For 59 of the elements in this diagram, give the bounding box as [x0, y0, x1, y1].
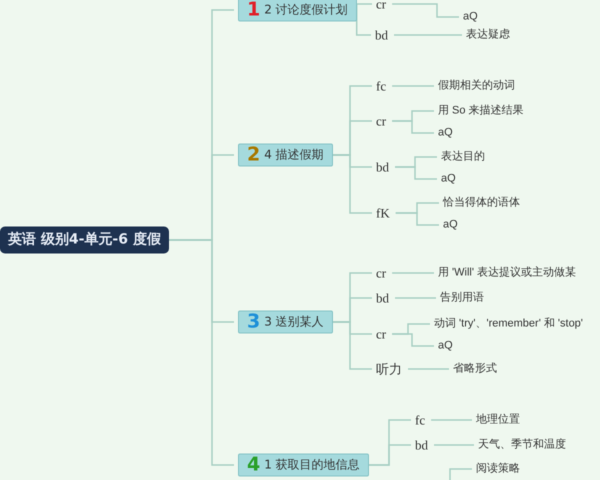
connector-line [392, 333, 434, 347]
leaf-text: 动词 'try'、'remember' 和 'stop' [434, 316, 583, 332]
subtopic-label: cr [376, 326, 386, 342]
leaf-text: 省略形式 [453, 362, 497, 376]
subtopic-label: bd [375, 28, 388, 42]
connector-line [449, 468, 472, 480]
branch-title: 2 讨论度假计划 [264, 2, 348, 16]
subtopic-label: cr [376, 0, 386, 12]
subtopic-label: bd [415, 438, 428, 452]
leaf-text: 表达目的 [441, 150, 485, 164]
branch-box [238, 454, 369, 476]
connector-line [368, 444, 411, 466]
number-marker: 3 [247, 310, 260, 332]
connector-line [396, 212, 439, 226]
subtopic-label: fc [376, 78, 386, 94]
subtopic-label: fK [376, 206, 390, 220]
branch-title: 1 获取目的地信息 [264, 458, 360, 472]
connector-line [392, 272, 434, 274]
subtopic-label: cr [376, 266, 386, 280]
leaf-text: 地理位置 [476, 412, 520, 428]
number-marker: 1 [247, 0, 260, 20]
connector-line [394, 34, 462, 36]
number-marker: 2 [247, 144, 260, 166]
leaf-text: 恰当得体的语体 [443, 196, 520, 210]
connector-line [332, 321, 372, 370]
subtopic-label: fc [415, 412, 426, 428]
connector-line [408, 368, 449, 370]
connector-line [392, 85, 434, 87]
leaf-text: aQ [463, 10, 478, 24]
connector-line [392, 3, 459, 18]
leaf-text: 假期相关的动词 [438, 78, 515, 94]
subtopic-label: 听力 [376, 362, 402, 376]
leaf-text: aQ [443, 218, 458, 232]
leaf-text: 阅读策略 [476, 462, 520, 476]
connector-line [392, 120, 434, 134]
branch-title: 3 送别某人 [264, 314, 324, 328]
leaf-text: 天气、季节和温度 [478, 438, 566, 452]
number-marker: 4 [247, 454, 260, 476]
branch-box [238, 144, 333, 166]
connector-line [434, 444, 474, 446]
connector-line [431, 419, 472, 421]
leaf-text: aQ [438, 126, 453, 140]
leaf-text: aQ [438, 338, 453, 354]
leaf-text: 告别用语 [440, 290, 484, 306]
topic-box: 英语 级别4-单元-6 度假 [0, 226, 169, 254]
branch-box [238, 310, 333, 334]
leaf-text: 表达疑虑 [466, 28, 510, 42]
branch-box [238, 0, 357, 22]
connector-line [395, 297, 436, 299]
subtopic-label: bd [376, 290, 389, 306]
connector-line [395, 166, 437, 180]
leaf-text: 用 'Will' 表达提议或主动做某 [438, 266, 576, 280]
connector-line [332, 154, 372, 214]
leaf-text: 用 So 来描述结果 [438, 104, 524, 118]
connector-line [168, 239, 234, 466]
subtopic-label: bd [376, 160, 389, 174]
leaf-text: aQ [441, 172, 456, 186]
branch-title: 4 描述假期 [264, 148, 324, 162]
subtopic-label: cr [376, 114, 386, 128]
